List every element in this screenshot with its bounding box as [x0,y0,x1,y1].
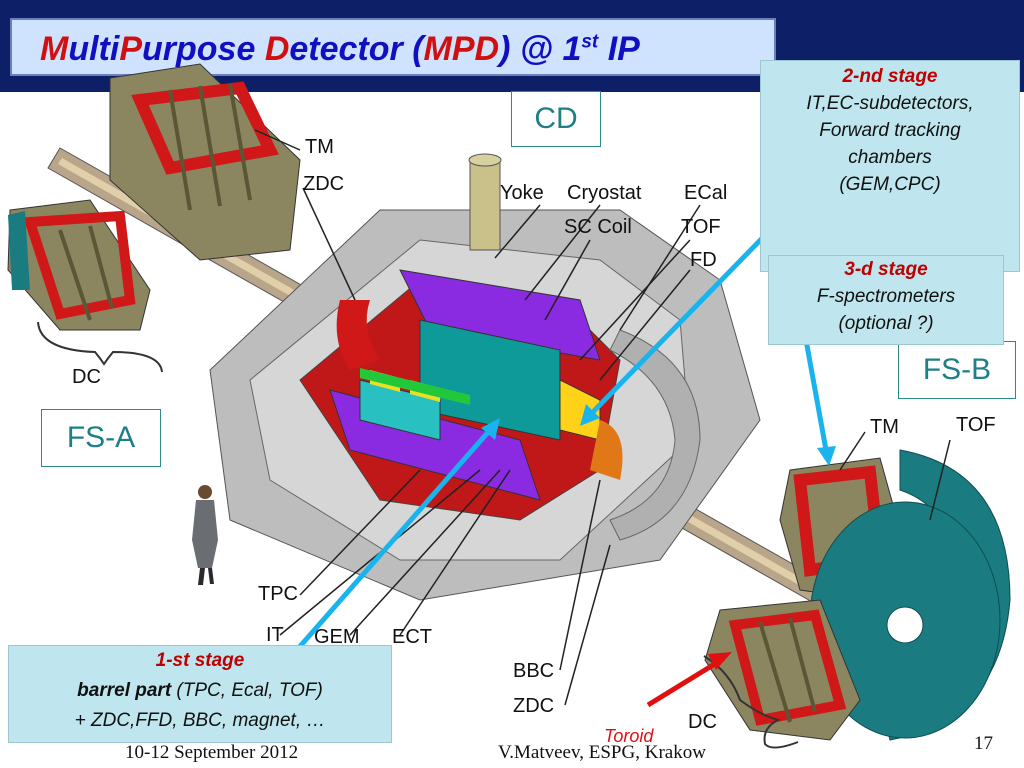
stage-arrows [286,223,836,708]
stage-2-box: 2-nd stage IT,EC-subdetectors, Forward t… [760,60,1020,272]
label-zdc-left: ZDC [303,173,345,195]
stage-2-line: Forward tracking [819,120,961,141]
stage-2-line: chambers [848,147,932,168]
stage-1-line: + ZDC,FFD, BBC, magnet, … [74,710,326,731]
dc-right-brace [703,655,799,749]
dc-left-brace [37,321,163,373]
stage-3-box: 3-d stage F-spectrometers (optional ?) [768,255,1004,345]
label-yoke: Yoke [500,182,544,204]
label-sc-coil: SC Coil [564,216,632,238]
label-tm-right: TM [870,416,899,438]
label-tof-top: TOF [681,216,721,238]
label-it: IT [266,624,284,646]
label-zdc-bottom: ZDC [513,695,555,717]
stage-3-line: F-spectrometers [816,286,956,307]
stage-1-heading: 1-st stage [155,650,245,671]
stage-3-line: (optional ?) [838,313,934,334]
stage-1-line: barrel part (TPC, Ecal, TOF) [77,680,323,701]
stage-2-heading: 2-nd stage [842,66,938,87]
tm-left-magnet [109,63,301,261]
central-detector [209,153,761,601]
label-tm-left: TM [305,136,334,158]
label-cryostat: Cryostat [567,182,642,204]
region-cd: CD [511,91,601,147]
region-fs-b: FS-B [898,341,1016,399]
title-box: MultiPurpose Detector (MPD) @ 1st IP [10,18,776,76]
label-dc-left: DC [72,366,101,388]
dc-left-chambers [7,199,151,331]
label-bbc: BBC [513,660,555,682]
label-ecal: ECal [684,182,728,204]
footer-date: 10-12 September 2012 [125,742,299,763]
label-tof-right: TOF [956,414,996,436]
label-ect: ECT [392,626,432,648]
stage-2-line: IT,EC-subdetectors, [806,93,974,114]
stage-1-box: 1-st stage barrel part (TPC, Ecal, TOF) … [8,645,392,743]
person-figure [192,485,218,585]
footer-author: V.Matveev, ESPG, Krakow [498,742,706,763]
stage-2-line: (GEM,CPC) [839,174,941,195]
label-toroid: Toroid [604,726,654,746]
dc-right-chambers [704,599,861,741]
label-fd: FD [690,249,717,271]
leader-lines [254,129,951,706]
label-tpc: TPC [258,583,298,605]
page-number: 17 [974,733,993,754]
region-fs-a: FS-A [41,409,161,467]
tof-right-disk [809,449,1011,741]
stage-3-heading: 3-d stage [844,259,928,280]
label-dc-right: DC [688,711,717,733]
label-gem: GEM [314,626,360,648]
slide-title: MultiPurpose Detector (MPD) @ 1st IP [40,30,640,68]
